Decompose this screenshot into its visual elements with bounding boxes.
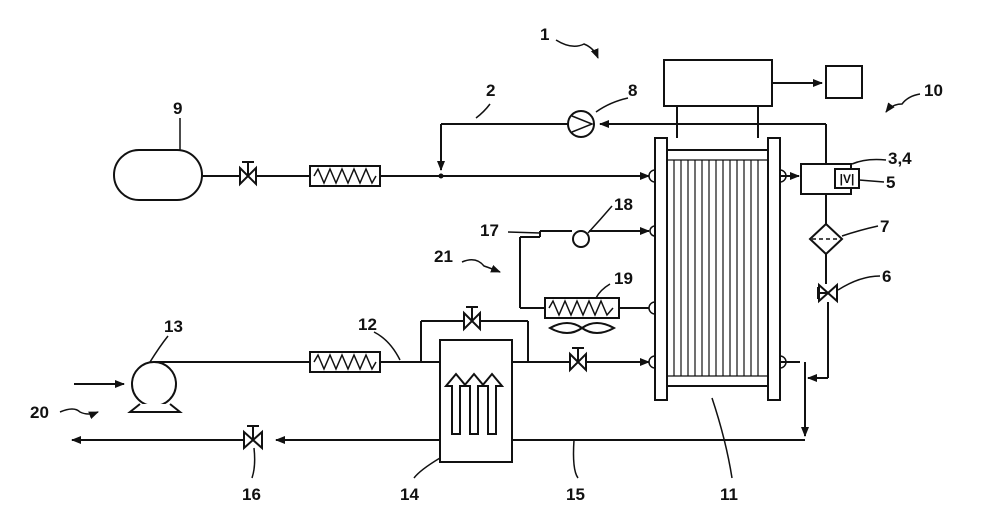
label-9: 9 (173, 99, 182, 118)
label-5: 5 (886, 173, 895, 192)
label-1: 1 (540, 25, 549, 44)
recirculation-junction (439, 174, 444, 179)
label-7: 7 (880, 217, 889, 236)
label-16: 16 (242, 485, 261, 504)
water-separator: |V| (780, 164, 859, 378)
drain-filter (810, 224, 842, 254)
label-20: 20 (30, 403, 49, 422)
label-15: 15 (566, 485, 585, 504)
label-2: 2 (486, 81, 495, 100)
label-11: 11 (720, 485, 738, 504)
hydrogen-tank (114, 150, 202, 200)
label-19: 19 (614, 269, 633, 288)
label-3-4: 3,4 (888, 149, 912, 168)
load-box (826, 66, 862, 98)
label-21: 21 (434, 247, 453, 266)
label-10: 10 (924, 81, 943, 100)
air-inlet-valve (570, 348, 586, 370)
power-unit (664, 60, 862, 138)
label-14: 14 (400, 485, 419, 504)
stack-cell-block (667, 150, 768, 386)
bypass-valve (464, 307, 480, 329)
cooling-fan (550, 323, 614, 333)
fuel-cell-stack (649, 138, 786, 400)
label-6: 6 (882, 267, 891, 286)
exhaust-valve (244, 426, 262, 448)
stack-end-plate-left (655, 138, 667, 400)
label-13: 13 (164, 317, 183, 336)
hydrogen-heat-exchanger (310, 166, 380, 186)
cooler-heat-exchanger (545, 298, 619, 318)
level-sensor-mark: |V| (840, 172, 855, 186)
drain-valve (818, 285, 837, 301)
stack-end-plate-right (768, 138, 780, 400)
hydrogen-supply (114, 150, 649, 200)
temperature-sensor (573, 231, 589, 247)
air-compressor (130, 362, 180, 412)
humidifier (440, 340, 512, 462)
power-converter-box (664, 60, 772, 106)
label-12: 12 (358, 315, 377, 334)
label-18: 18 (614, 195, 633, 214)
air-heat-exchanger (310, 352, 380, 372)
label-17: 17 (480, 221, 499, 240)
label-8: 8 (628, 81, 637, 100)
tank-shutoff-valve (240, 162, 256, 184)
